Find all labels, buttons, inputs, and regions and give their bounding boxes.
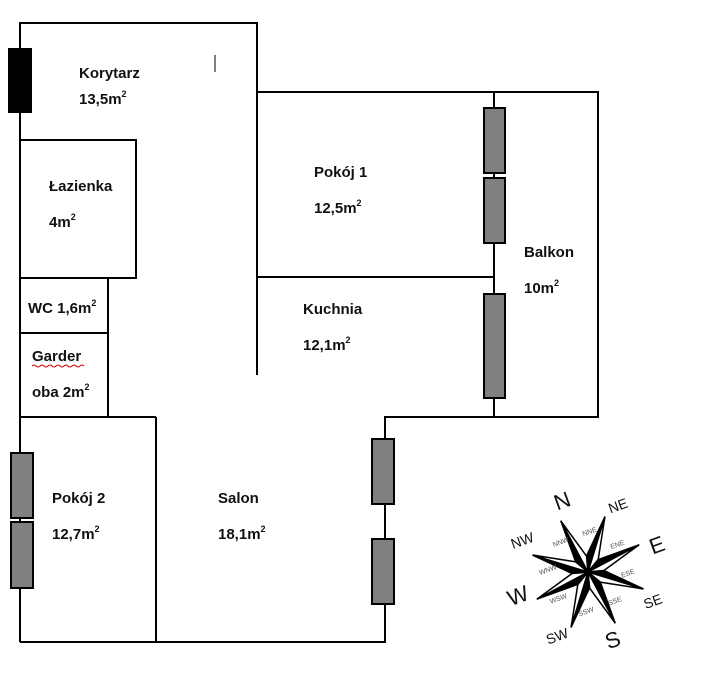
compass-label-minor: NNE: [582, 526, 599, 538]
compass-label-main: W: [504, 580, 532, 611]
svg-text:Korytarz: Korytarz: [79, 65, 140, 82]
windows: [10, 107, 506, 605]
svg-text:Garder: Garder: [32, 348, 81, 365]
window: [483, 177, 506, 244]
svg-text:WC 1,6m2: WC 1,6m2: [28, 298, 96, 317]
window: [483, 293, 506, 399]
compass-label-main: E: [646, 531, 668, 560]
window: [10, 521, 34, 589]
compass-label-intercardinal: NW: [509, 529, 537, 552]
room-garderoba: Garder oba 2m2: [31, 348, 90, 401]
room-kuchnia: Kuchnia 12,1m2: [303, 301, 363, 354]
window: [371, 538, 395, 605]
svg-text:Salon: Salon: [218, 490, 259, 507]
window: [371, 438, 395, 505]
svg-text:12,1m2: 12,1m2: [303, 335, 351, 354]
compass-label-intercardinal: NE: [606, 495, 630, 517]
window: [483, 107, 506, 174]
walls: [19, 22, 599, 643]
compass-label-minor: WNW: [538, 564, 558, 577]
room-pokoj-1: Pokój 1 12,5m2: [314, 164, 367, 217]
svg-text:Balkon: Balkon: [524, 244, 574, 261]
compass-label-minor: WSW: [549, 593, 569, 606]
compass-point: [560, 520, 589, 573]
svg-text:12,5m2: 12,5m2: [314, 198, 362, 217]
svg-text:Łazienka: Łazienka: [49, 178, 113, 195]
svg-text:13,5m2: 13,5m2: [79, 89, 127, 108]
compass-label-minor: NNW: [552, 537, 570, 549]
compass-label-main: S: [602, 626, 624, 655]
svg-text:Pokój 2: Pokój 2: [52, 490, 105, 507]
room-pokoj-2: Pokój 2 12,7m2: [52, 490, 105, 543]
window: [10, 452, 34, 519]
room-salon: Salon 18,1m2: [218, 490, 266, 543]
svg-text:18,1m2: 18,1m2: [218, 524, 266, 543]
svg-text:10m2: 10m2: [524, 278, 559, 297]
svg-text:Pokój 1: Pokój 1: [314, 164, 367, 181]
room-korytarz: Korytarz 13,5m2: [79, 65, 140, 108]
compass-label-intercardinal: SW: [544, 624, 571, 647]
room-balkon: Balkon 10m2: [524, 244, 574, 297]
entrance-door: [8, 48, 32, 113]
compass-label-minor: ESE: [620, 568, 636, 579]
svg-text:Kuchnia: Kuchnia: [303, 301, 363, 318]
svg-text:12,7m2: 12,7m2: [52, 524, 100, 543]
room-wc: WC 1,6m2: [28, 298, 96, 317]
compass-label-minor: SSE: [607, 596, 623, 607]
compass-label-main: N: [550, 486, 573, 515]
compass-label-minor: ENE: [610, 539, 626, 551]
svg-text:oba 2m2: oba 2m2: [32, 382, 90, 401]
room-lazienka: Łazienka 4m2: [49, 178, 113, 231]
compass-label-intercardinal: SE: [641, 590, 664, 611]
svg-text:4m2: 4m2: [49, 212, 76, 231]
